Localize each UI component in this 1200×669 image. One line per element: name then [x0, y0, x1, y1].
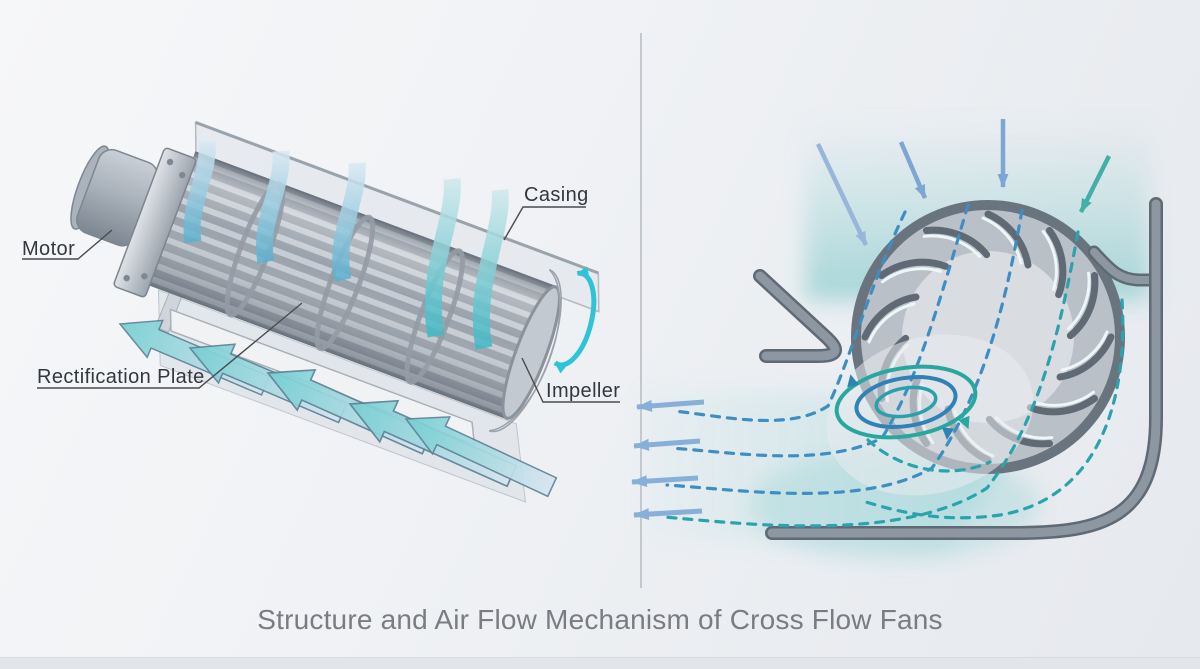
fan-3d-illustration — [22, 121, 620, 507]
rotation-arrow-icon — [553, 266, 597, 374]
fan-body-group — [70, 121, 600, 503]
impeller-label: Impeller — [546, 380, 621, 402]
casing-tongue — [755, 271, 840, 361]
casing-stub — [1090, 248, 1156, 284]
rectification-plate-label: Rectification Plate — [37, 366, 205, 388]
casing-leader-line — [503, 206, 586, 241]
impeller-shading — [146, 152, 555, 418]
motor-label: Motor — [22, 238, 76, 260]
casing-top-edge — [195, 121, 599, 275]
section-casing — [753, 197, 1163, 540]
rectification-plate-leader-line — [37, 302, 303, 389]
outflow-arrows — [631, 399, 705, 521]
vortex-swirl — [834, 364, 978, 440]
leader-lines-left — [22, 206, 620, 403]
impeller-leader-line — [521, 357, 620, 403]
intake-air-ribbons — [183, 140, 509, 350]
figure-caption: Structure and Air Flow Mechanism of Cros… — [257, 604, 943, 635]
motor-mount-plate — [113, 147, 197, 298]
inflow-arrows — [815, 119, 1112, 246]
motor-leader-line — [22, 229, 113, 260]
mount-plate-bolts — [123, 158, 186, 282]
cross-section-diagram — [631, 118, 1163, 560]
bottom-edge-strip — [0, 657, 1200, 669]
casing-label: Casing — [524, 184, 589, 206]
casing-scroll — [767, 199, 1161, 538]
